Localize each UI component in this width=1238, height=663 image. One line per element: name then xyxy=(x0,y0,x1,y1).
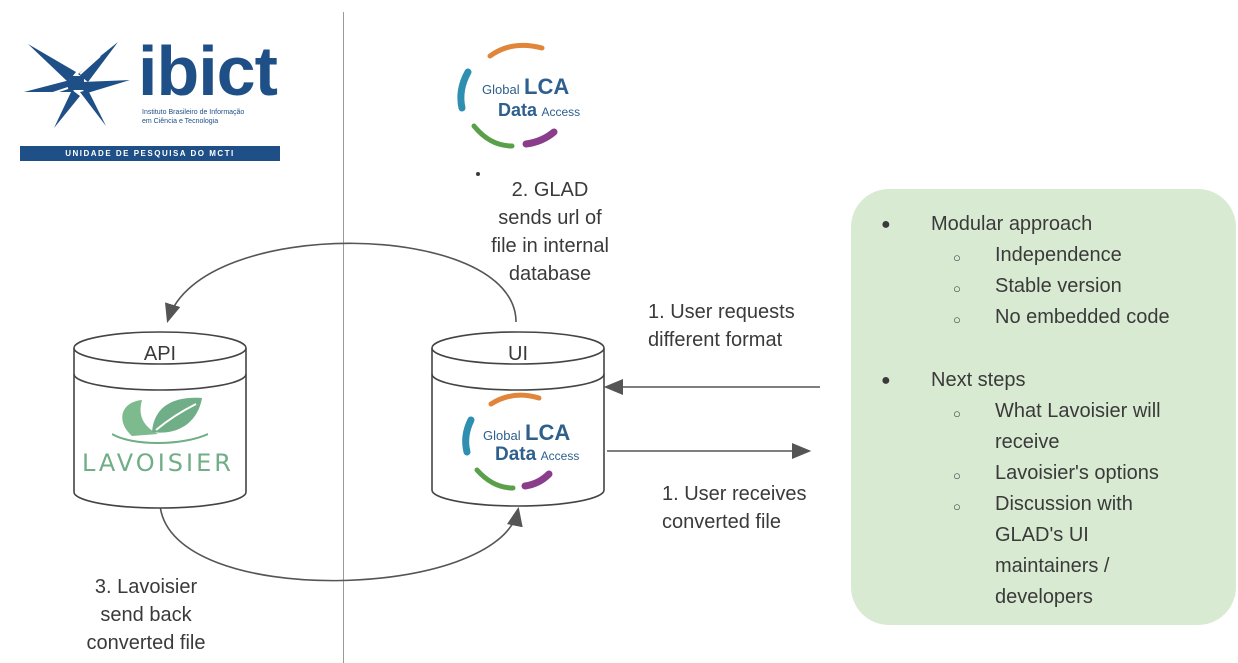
glad-wordmark-ui: Global LCA xyxy=(483,420,570,446)
notes-section-title: Modular approach xyxy=(931,213,1093,235)
step2-line: sends url of xyxy=(498,207,602,229)
notes-item: Discussion with xyxy=(995,493,1133,515)
sub-bullet-icon: ○ xyxy=(953,250,961,265)
notes-item: Lavoisier's options xyxy=(995,462,1159,484)
ibict-unit-bar: UNIDADE DE PESQUISA DO MCTI xyxy=(20,146,280,161)
step2-label: 2. GLAD sends url of file in internal da… xyxy=(470,176,630,288)
glad-word-data: Data xyxy=(495,444,537,465)
notes-panel xyxy=(851,189,1236,625)
notes-item-cont: developers xyxy=(995,586,1093,608)
lavoisier-leaf-icon xyxy=(112,397,208,444)
ibict-subtitle-line: em Ciência e Tecnologia xyxy=(142,118,219,125)
ibict-subtitle-line: Instituto Brasileiro de Informação xyxy=(142,109,245,116)
glad-logo-ui: Global LCA Data Access xyxy=(455,390,585,498)
ibict-wordmark: ibict xyxy=(138,32,278,110)
glad-word-lca: LCA xyxy=(524,74,570,99)
glad-word-access: Access xyxy=(540,449,580,463)
sub-bullet-icon: ○ xyxy=(953,468,961,483)
step1-receive-line: converted file xyxy=(662,511,781,533)
ui-cylinder xyxy=(431,331,605,507)
notes-item: Independence xyxy=(995,244,1122,266)
notes-item: Stable version xyxy=(995,275,1122,297)
glad-wordmark-ui-2: Data Access xyxy=(495,444,579,466)
lavoisier-wordmark: LAVOISIER xyxy=(82,449,234,477)
bullet-dot-icon: ● xyxy=(881,372,891,389)
step3-label: 3. Lavoisier send back converted file xyxy=(66,573,226,657)
ibict-star-icon xyxy=(24,42,130,128)
glad-ring-icon xyxy=(457,42,558,149)
api-label: API xyxy=(143,343,177,365)
sub-bullet-icon: ○ xyxy=(953,281,961,296)
notes-item-cont: receive xyxy=(995,431,1060,453)
small-dot xyxy=(476,172,480,176)
step1-receive-line: 1. User receives xyxy=(662,483,807,505)
notes-item: No embedded code xyxy=(995,306,1170,328)
vertical-divider xyxy=(343,12,344,663)
glad-word-global: Global xyxy=(482,82,520,97)
notes-item-cont: maintainers / xyxy=(995,555,1110,577)
notes-item: What Lavoisier will xyxy=(995,400,1161,422)
glad-word-data: Data xyxy=(498,100,538,120)
sub-bullet-icon: ○ xyxy=(953,406,961,421)
ui-label: UI xyxy=(508,343,528,365)
step2-line: 2. GLAD xyxy=(511,179,589,201)
step3-line: 3. Lavoisier xyxy=(94,576,198,598)
sub-bullet-icon: ○ xyxy=(953,499,961,514)
step2-line: file in internal xyxy=(491,235,609,257)
sub-bullet-icon: ○ xyxy=(953,312,961,327)
arrow-ui-to-api xyxy=(165,242,517,324)
arrow-api-to-ui xyxy=(159,504,523,582)
glad-word-access: Access xyxy=(541,105,581,119)
step1-request-label: 1. User requests different format xyxy=(648,298,795,354)
glad-word-lca: LCA xyxy=(525,420,571,445)
step1-request-line: different format xyxy=(648,329,783,351)
notes-item-cont: GLAD's UI xyxy=(995,524,1089,546)
glad-logo-top: Global LCA Data Access xyxy=(450,38,595,158)
ibict-logo: ibict Instituto Brasileiro de Informação… xyxy=(18,30,283,165)
step1-receive-label: 1. User receives converted file xyxy=(662,480,807,536)
glad-word-global: Global xyxy=(483,428,521,443)
ibict-subtitle: Instituto Brasileiro de Informação em Ci… xyxy=(142,108,244,126)
notes-list: ● Modular approach ○ Independence ○ Stab… xyxy=(851,189,1236,625)
step3-line: converted file xyxy=(86,632,206,654)
glad-wordmark-top: Global LCA xyxy=(482,74,569,100)
step3-line: send back xyxy=(100,604,192,626)
step1-request-line: 1. User requests xyxy=(648,301,795,323)
notes-section-title: Next steps xyxy=(931,369,1026,391)
glad-ring-icon xyxy=(462,392,553,491)
step2-line: database xyxy=(508,263,592,285)
bullet-dot-icon: ● xyxy=(881,216,891,233)
glad-wordmark-top-2: Data Access xyxy=(498,100,580,121)
